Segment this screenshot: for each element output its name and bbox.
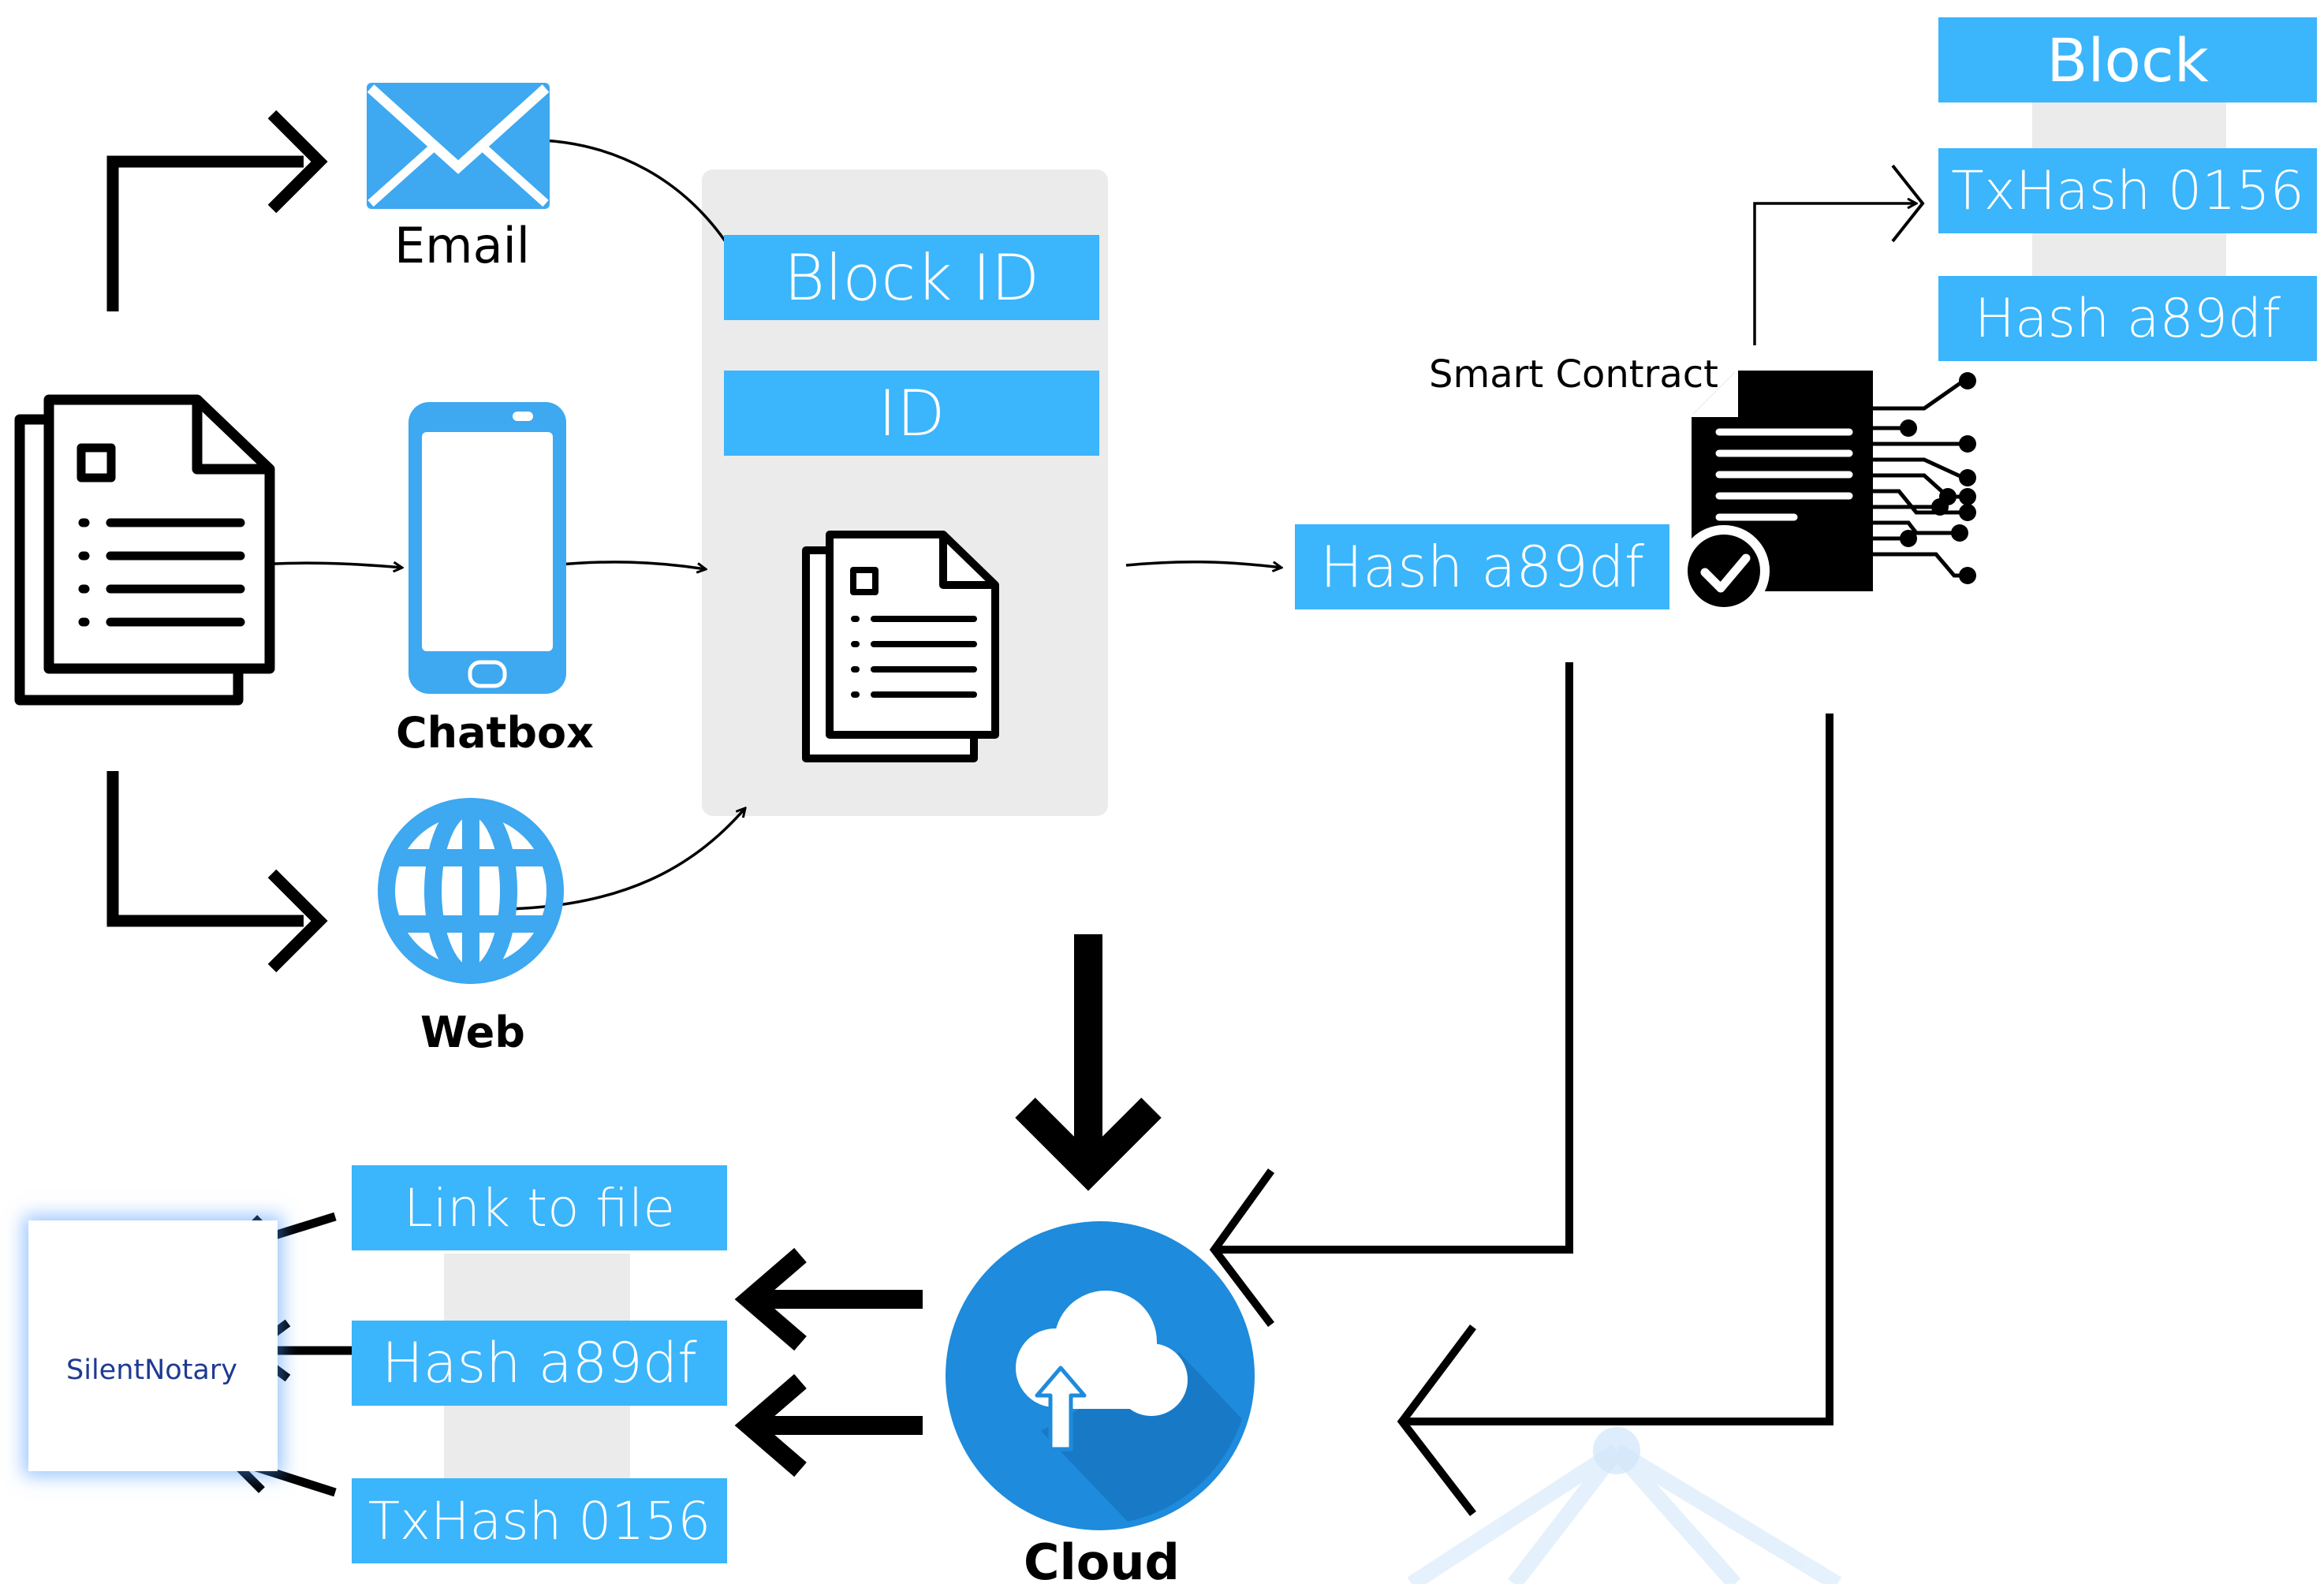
arrows-cloud-to-outputs bbox=[734, 1247, 923, 1477]
smart-contract-caption: Smart Contract bbox=[1429, 352, 1718, 397]
output-hash-label: Hash a89df bbox=[352, 1321, 727, 1406]
network-watermark bbox=[1407, 1444, 1842, 1584]
output-txhash-label: TxHash 0156 bbox=[352, 1478, 727, 1563]
branch-elbow-bottom bbox=[106, 771, 328, 973]
network-node bbox=[1593, 1427, 1640, 1474]
email-caption: Email bbox=[394, 217, 531, 274]
silentnotary-wordmark: SilentNotary bbox=[66, 1354, 237, 1386]
contract-hash-label: Hash a89df bbox=[1295, 524, 1669, 609]
document-stack-icon bbox=[14, 394, 275, 706]
envelope-icon bbox=[367, 83, 550, 209]
block-title-label: Block bbox=[1938, 17, 2317, 102]
output-link-label: Link to file bbox=[352, 1165, 727, 1250]
block-txhash-label: TxHash 0156 bbox=[1938, 148, 2317, 233]
block-hash-label: Hash a89df bbox=[1938, 276, 2317, 361]
flow-contract-to-block bbox=[1753, 203, 1916, 345]
branch-elbow-top bbox=[106, 110, 328, 311]
cloud-upload-icon bbox=[946, 1221, 1255, 1530]
id-label: ID bbox=[724, 371, 1099, 456]
smartphone-icon bbox=[408, 402, 566, 694]
block-id-label: Block ID bbox=[724, 235, 1099, 320]
return-line-hash bbox=[1214, 662, 1573, 1254]
cloud-caption: Cloud bbox=[1024, 1533, 1180, 1591]
check-badge-icon bbox=[1678, 525, 1770, 617]
return-line-block bbox=[1402, 714, 1833, 1425]
panel-document-icon bbox=[802, 531, 999, 762]
globe-icon bbox=[378, 798, 564, 984]
web-caption: Web bbox=[420, 1008, 525, 1057]
silentnotary-card bbox=[28, 1220, 278, 1471]
chatbox-caption: Chatbox bbox=[396, 708, 594, 758]
upload-arrow bbox=[1035, 1366, 1087, 1451]
flow-panel-to-hash bbox=[1125, 560, 1281, 568]
arrow-panel-to-cloud bbox=[1015, 934, 1162, 1191]
flow-chatbox-to-panel bbox=[551, 561, 706, 569]
flow-email-to-panel bbox=[508, 138, 737, 260]
